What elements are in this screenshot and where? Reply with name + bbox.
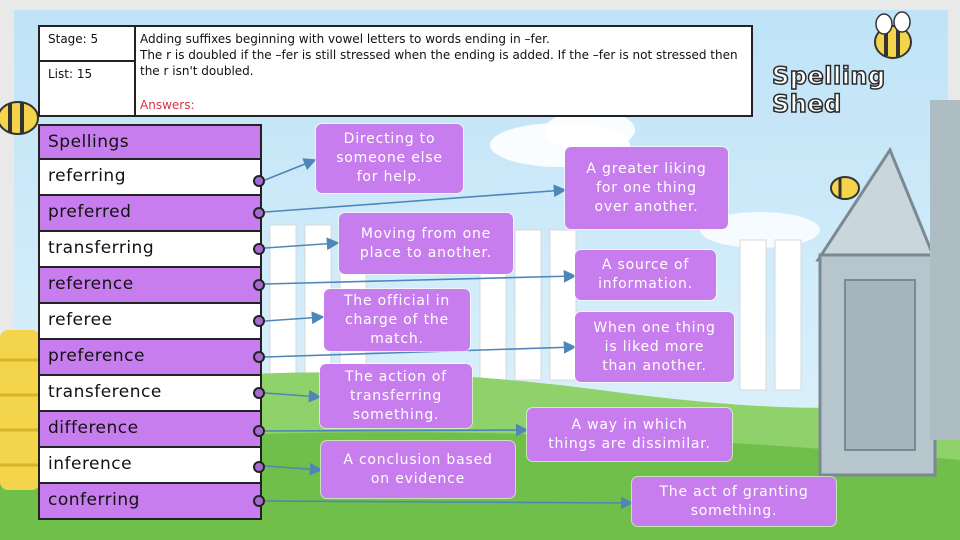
spelling-word: referee (38, 304, 262, 340)
spellings-table: Spellings referring preferred transferri… (38, 124, 262, 520)
definition-text: A conclusion based on evidence (343, 451, 493, 487)
definition-card[interactable]: A way in which things are dissimilar. (527, 408, 732, 461)
spelling-word: transferring (38, 232, 262, 268)
spelling-word: reference (38, 268, 262, 304)
definition-card[interactable]: A greater liking for one thing over anot… (565, 147, 728, 229)
meta-divider (40, 60, 136, 62)
definition-text: A way in which things are dissimilar. (548, 416, 711, 452)
match-dot[interactable] (253, 207, 265, 219)
match-dot[interactable] (253, 351, 265, 363)
definition-text: The action of transferring something. (345, 368, 447, 423)
definition-text: Moving from one place to another. (359, 225, 493, 261)
spelling-word: preferred (38, 196, 262, 232)
definition-card[interactable]: The act of granting something. (632, 477, 836, 526)
list-label: List: 15 (48, 67, 93, 81)
definition-text: A greater liking for one thing over anot… (586, 160, 707, 215)
definition-text: A source of information. (598, 257, 693, 292)
match-dot[interactable] (253, 425, 265, 437)
spellings-header: Spellings (38, 124, 262, 160)
definition-card[interactable]: When one thing is liked more than anothe… (575, 312, 734, 382)
definition-text: Directing to someone else for help. (336, 131, 443, 185)
definition-text: The act of granting something. (659, 483, 809, 519)
definition-card[interactable]: A conclusion based on evidence (321, 441, 515, 498)
definition-card[interactable]: Directing to someone else for help. (316, 124, 463, 193)
match-dot[interactable] (253, 279, 265, 291)
lesson-description: Adding suffixes beginning with vowel let… (140, 32, 738, 78)
spelling-word: inference (38, 448, 262, 484)
lesson-info-box: Stage: 5 List: 15 Adding suffixes beginn… (38, 25, 753, 117)
answers-label: Answers: (140, 98, 195, 112)
spelling-word: referring (38, 160, 262, 196)
definition-card[interactable]: A source of information. (575, 250, 716, 300)
match-dot[interactable] (253, 461, 265, 473)
spelling-word: difference (38, 412, 262, 448)
spelling-shed-logo: Spelling Shed (771, 61, 886, 119)
match-dot[interactable] (253, 495, 265, 507)
lesson-meta: Stage: 5 List: 15 (40, 27, 136, 115)
match-dot[interactable] (253, 243, 265, 255)
spelling-word: conferring (38, 484, 262, 520)
match-dot[interactable] (253, 387, 265, 399)
spelling-word: transference (38, 376, 262, 412)
stage-label: Stage: 5 (48, 32, 99, 46)
definition-text: When one thing is liked more than anothe… (593, 319, 716, 374)
match-dot[interactable] (253, 175, 265, 187)
definition-card[interactable]: The official in charge of the match. (324, 289, 470, 351)
definition-card[interactable]: Moving from one place to another. (339, 213, 513, 274)
match-dot[interactable] (253, 315, 265, 327)
definition-text: The official in charge of the match. (343, 292, 451, 347)
spelling-word: preference (38, 340, 262, 376)
definition-card[interactable]: The action of transferring something. (320, 364, 472, 428)
